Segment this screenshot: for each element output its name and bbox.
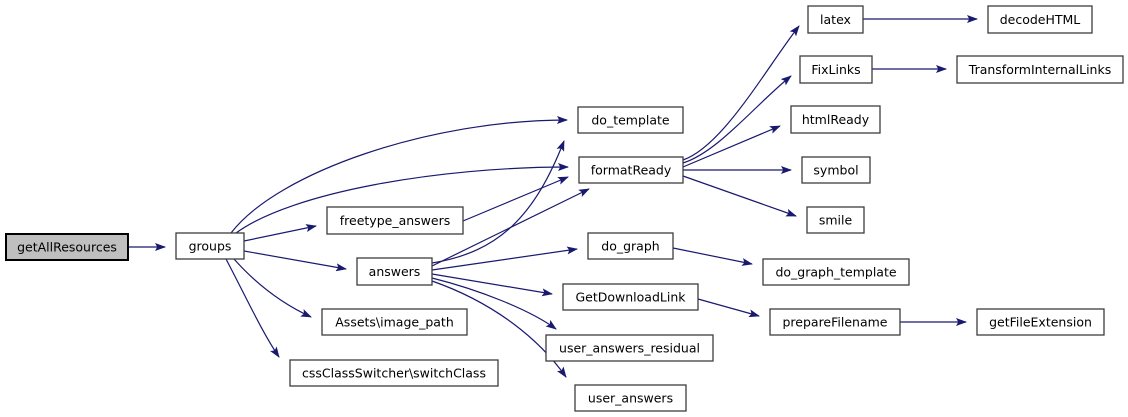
node-box-smile[interactable] xyxy=(806,206,865,234)
node-box-TransformInternalLinks[interactable] xyxy=(956,55,1124,84)
node-box-answers[interactable] xyxy=(356,257,433,286)
node-box-freetype_answers[interactable] xyxy=(326,206,464,235)
node-label-TransformInternalLinks: TransformInternalLinks xyxy=(968,62,1111,77)
node-box-user_answers[interactable] xyxy=(574,384,687,412)
node-box-decodeHTML[interactable] xyxy=(987,5,1093,34)
node-label-do_template: do_template xyxy=(591,113,670,128)
edge-answers-formatReady xyxy=(431,188,590,267)
node-label-user_answers_residual: user_answers_residual xyxy=(559,341,700,356)
edge-answers-do_template xyxy=(431,140,565,264)
node-label-latex: latex xyxy=(820,12,851,27)
edge-answers-do_graph xyxy=(431,246,578,271)
node-htmlReady[interactable]: htmlReady xyxy=(790,105,881,134)
edge-do_graph-do_graph_template xyxy=(672,247,753,266)
node-label-getFileExtension: getFileExtension xyxy=(989,315,1092,330)
node-label-groups: groups xyxy=(189,239,232,254)
node-box-do_template[interactable] xyxy=(577,106,684,134)
node-smile[interactable]: smile xyxy=(806,206,865,234)
node-label-freetype_answers: freetype_answers xyxy=(340,213,450,228)
node-label-symbol: symbol xyxy=(813,163,858,178)
node-user_answers_residual[interactable]: user_answers_residual xyxy=(545,334,714,362)
node-GetDownloadLink[interactable]: GetDownloadLink xyxy=(562,283,699,311)
edge-groups-assets_image_path xyxy=(233,258,312,318)
node-label-answers: answers xyxy=(369,264,421,279)
edge-formatReady-FixLinks xyxy=(682,75,792,164)
edge-groups-do_template xyxy=(230,116,568,234)
node-TransformInternalLinks[interactable]: TransformInternalLinks xyxy=(956,55,1124,84)
node-label-smile: smile xyxy=(819,213,853,228)
node-box-latex[interactable] xyxy=(807,5,864,34)
node-label-decodeHTML: decodeHTML xyxy=(1000,12,1081,27)
node-symbol[interactable]: symbol xyxy=(801,156,871,184)
node-latex[interactable]: latex xyxy=(807,5,864,34)
edge-groups-formatReady xyxy=(235,163,569,234)
node-box-do_graph[interactable] xyxy=(587,232,674,260)
node-box-prepareFilename[interactable] xyxy=(769,308,901,336)
node-groups[interactable]: groups xyxy=(175,232,245,260)
node-user_answers[interactable]: user_answers xyxy=(574,384,687,412)
node-getAllResources: getAllResources xyxy=(5,233,129,261)
node-label-FixLinks: FixLinks xyxy=(811,62,860,77)
node-assets_image_path[interactable]: Assets\image_path xyxy=(321,308,468,336)
node-label-assets_image_path: Assets\image_path xyxy=(335,315,454,330)
node-label-prepareFilename: prepareFilename xyxy=(782,315,887,330)
node-box-symbol[interactable] xyxy=(801,156,871,184)
node-label-getAllResources: getAllResources xyxy=(17,240,117,255)
node-decodeHTML[interactable]: decodeHTML xyxy=(987,5,1093,34)
node-label-GetDownloadLink: GetDownloadLink xyxy=(575,290,686,305)
node-label-do_graph_template: do_graph_template xyxy=(775,265,896,280)
node-freetype_answers[interactable]: freetype_answers xyxy=(326,206,464,235)
node-FixLinks[interactable]: FixLinks xyxy=(799,55,873,84)
node-box-assets_image_path[interactable] xyxy=(321,308,468,336)
node-answers[interactable]: answers xyxy=(356,257,433,286)
edge-groups-answers xyxy=(243,250,347,272)
node-label-user_answers: user_answers xyxy=(588,391,673,406)
node-label-htmlReady: htmlReady xyxy=(802,112,870,127)
node-box-cssclassswitcher_switchclass[interactable] xyxy=(289,359,499,387)
edge-groups-freetype_answers xyxy=(243,224,317,242)
edge-answers-user_answers_residual xyxy=(431,277,557,330)
edge-groups-cssclassswitcher_switchclass xyxy=(225,258,280,358)
node-formatReady[interactable]: formatReady xyxy=(578,156,684,184)
node-box-getFileExtension[interactable] xyxy=(976,308,1105,336)
node-box-user_answers_residual[interactable] xyxy=(545,334,714,362)
node-getFileExtension[interactable]: getFileExtension xyxy=(976,308,1105,336)
node-box-FixLinks[interactable] xyxy=(799,55,873,84)
edge-answers-GetDownloadLink xyxy=(431,273,553,297)
node-cssclassswitcher_switchclass[interactable]: cssClassSwitcher\switchClass xyxy=(289,359,499,387)
node-box-groups[interactable] xyxy=(175,232,245,260)
node-box-GetDownloadLink[interactable] xyxy=(562,283,699,311)
edge-answers-user_answers xyxy=(431,280,567,378)
edge-formatReady-htmlReady xyxy=(682,125,781,168)
edge-freetype_answers-formatReady xyxy=(462,176,569,222)
node-box-htmlReady[interactable] xyxy=(790,105,881,134)
node-do_graph[interactable]: do_graph xyxy=(587,232,674,260)
node-box-formatReady[interactable] xyxy=(578,156,684,184)
edge-GetDownloadLink-prepareFilename xyxy=(697,298,760,318)
node-label-cssclassswitcher_switchclass: cssClassSwitcher\switchClass xyxy=(302,366,486,381)
edge-formatReady-smile xyxy=(682,175,797,217)
node-box-getAllResources xyxy=(5,233,129,261)
node-box-do_graph_template[interactable] xyxy=(762,258,910,286)
node-label-formatReady: formatReady xyxy=(591,163,672,178)
node-do_template[interactable]: do_template xyxy=(577,106,684,134)
node-prepareFilename[interactable]: prepareFilename xyxy=(769,308,901,336)
node-do_graph_template[interactable]: do_graph_template xyxy=(762,258,910,286)
node-label-do_graph: do_graph xyxy=(601,239,659,254)
edge-formatReady-latex xyxy=(682,25,800,161)
